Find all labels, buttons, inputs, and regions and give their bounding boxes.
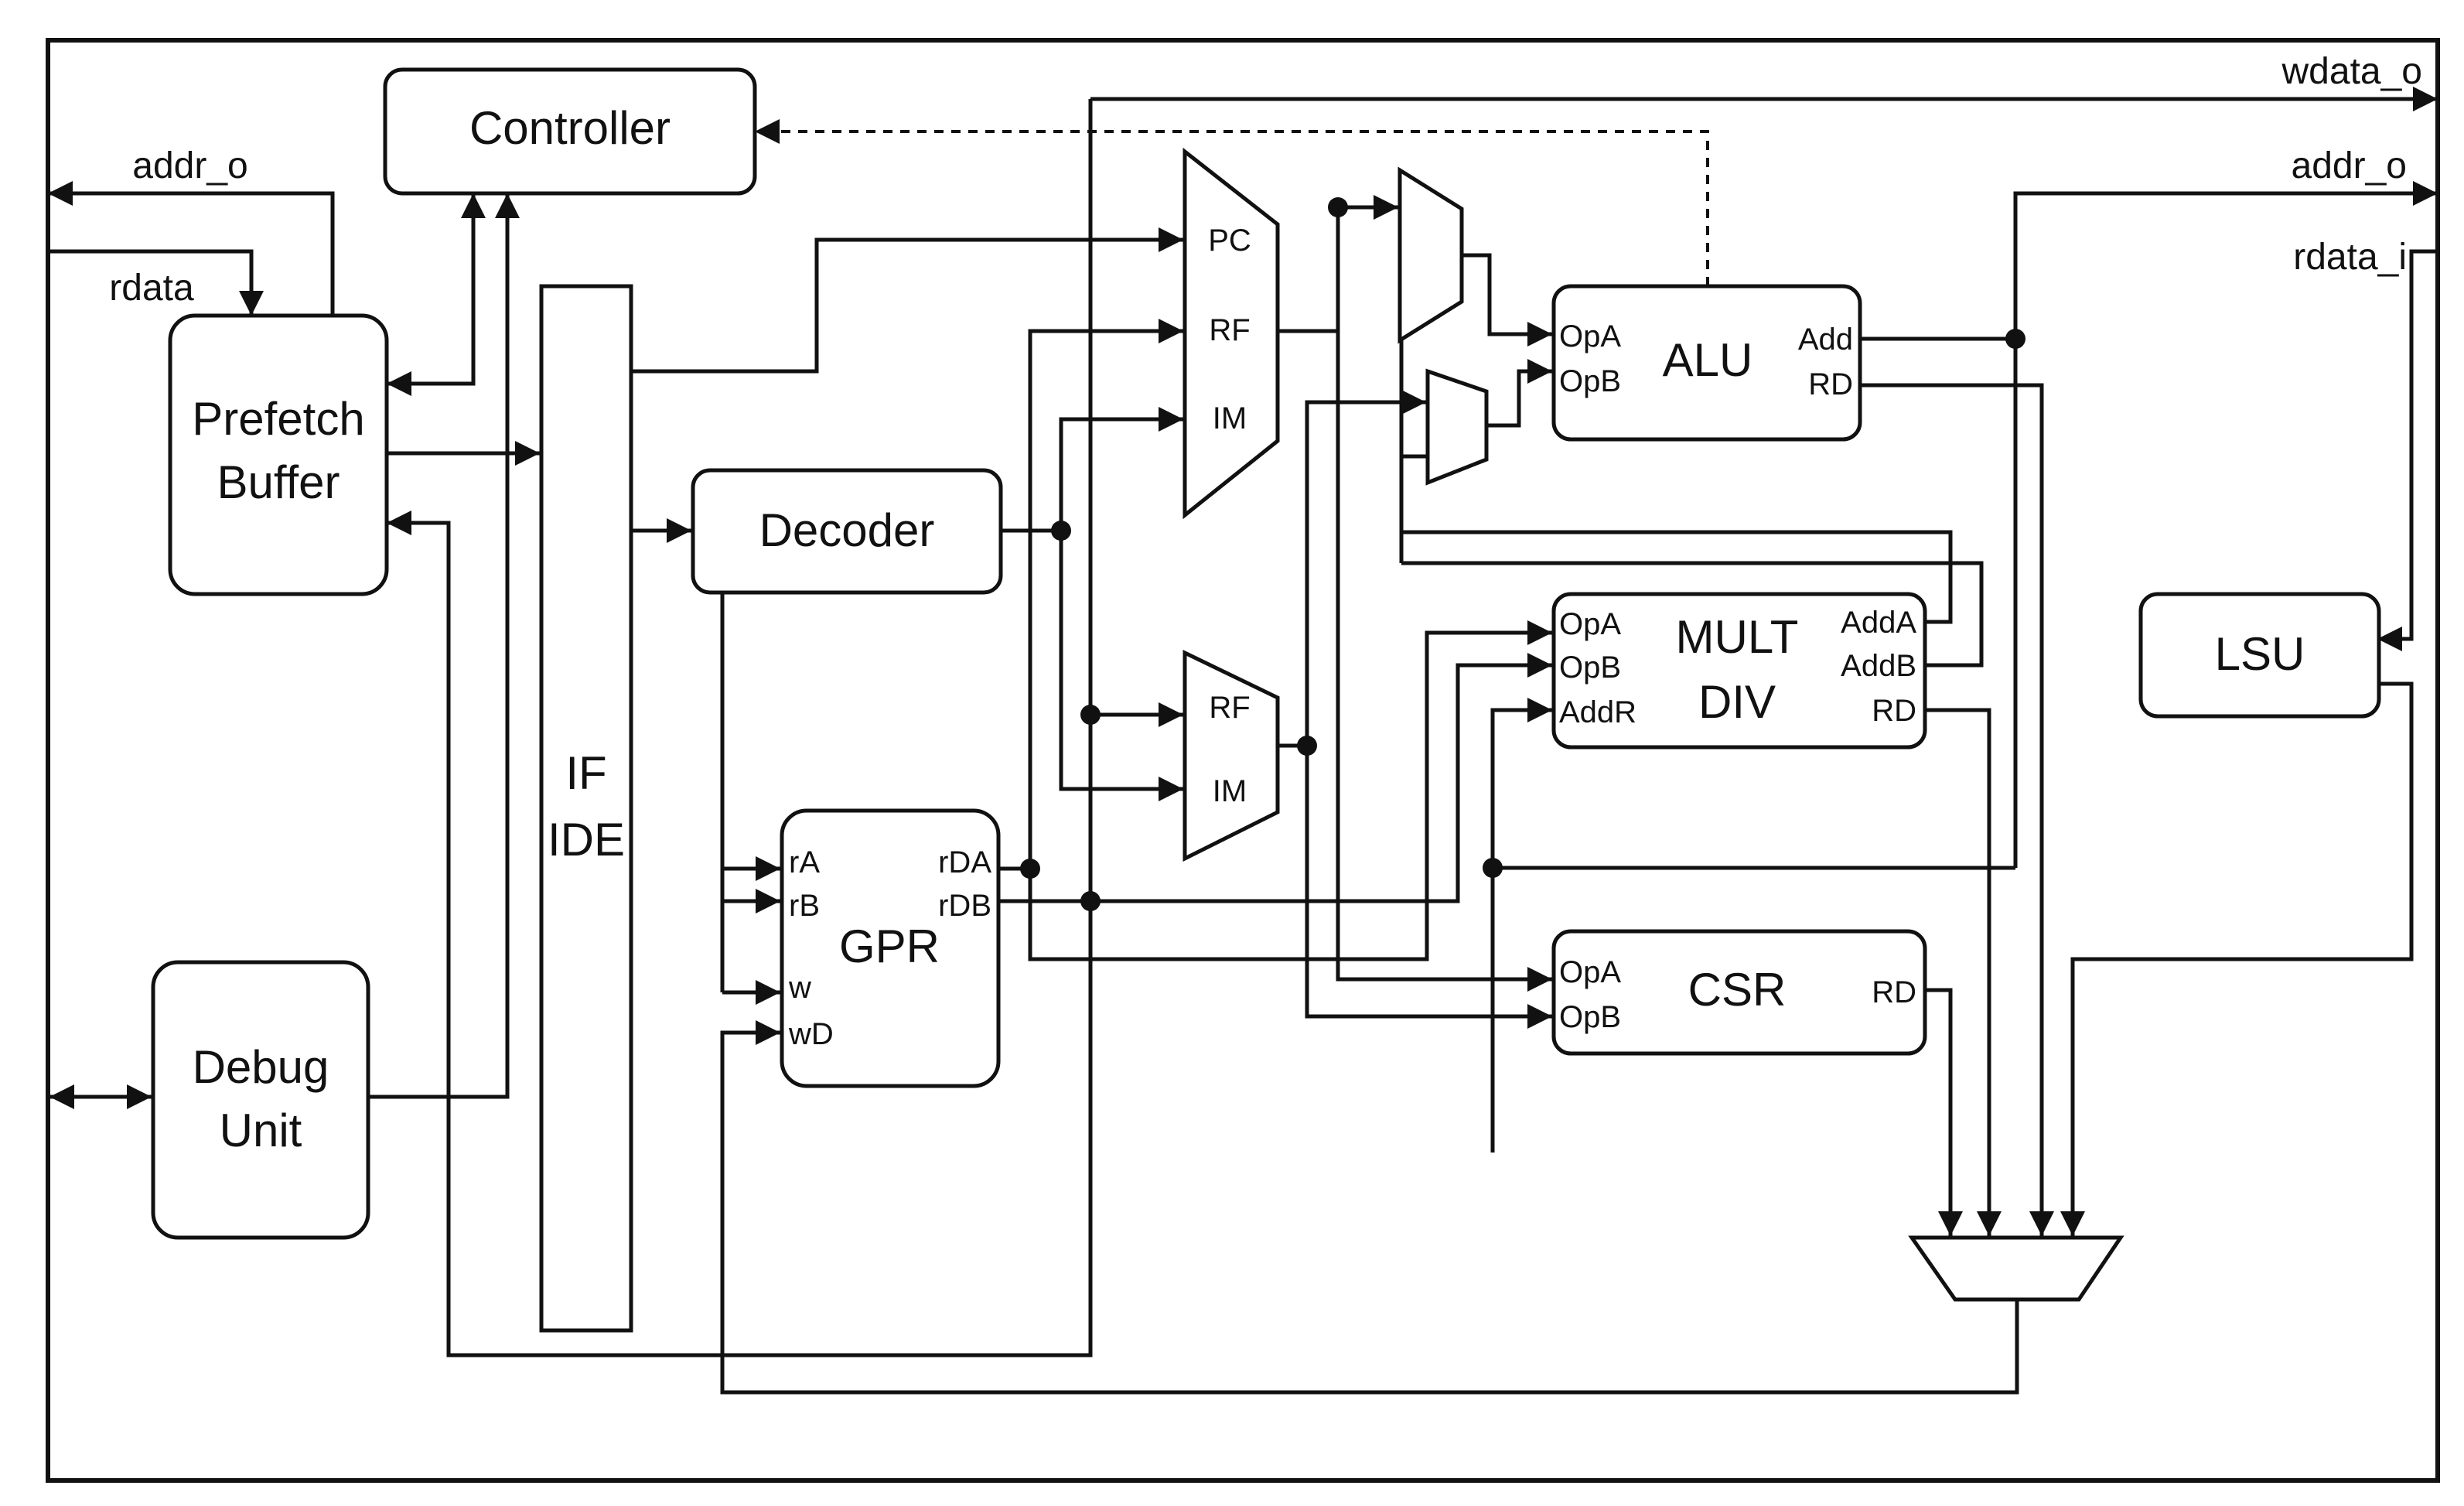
wire-decoder-im2 <box>1059 531 1183 801</box>
wire-mux2-mux4 <box>1305 390 1426 746</box>
wire-mux1-csr <box>1336 207 1552 992</box>
junction-dot <box>1080 705 1101 725</box>
wire-mux1-out <box>1278 207 1340 333</box>
alu-port-add: Add <box>1798 323 1853 357</box>
wire-csr-rd <box>1924 988 1963 1236</box>
wire-rda-rf1 <box>1028 319 1183 869</box>
ifide-label-line2: IDE <box>548 814 625 866</box>
gpr-label: GPR <box>839 920 940 972</box>
lsu-label: LSU <box>2215 628 2305 680</box>
wire-result-writeback <box>720 1020 2019 1395</box>
debug-label-line2: Unit <box>220 1105 302 1156</box>
mux1-im-label: IM <box>1213 401 1247 435</box>
alu-block: ALU OpA OpB Add RD <box>1551 284 1862 442</box>
wire-addr-o-right <box>2013 181 2438 868</box>
alu-label: ALU <box>1663 334 1753 386</box>
multdiv-label-line2: DIV <box>1698 676 1776 728</box>
wire-lsu-result <box>2060 681 2414 1236</box>
controller-block: Controller <box>383 67 757 196</box>
wdata-o-label: wdata_o <box>2281 51 2422 92</box>
rdata-left-label: rdata <box>109 268 194 309</box>
mult-div-block: MULT DIV OpA OpB AddR AddA AddB RD <box>1551 592 1927 750</box>
if-ide-block: IF IDE <box>539 284 633 1333</box>
outer-frame <box>46 38 2440 1483</box>
junctions <box>1020 197 2025 911</box>
prefetch-label-line2: Buffer <box>217 456 340 508</box>
wire-add-multdiv-addr <box>1490 698 1552 1153</box>
controller-label: Controller <box>469 102 671 154</box>
junction-dot <box>1051 521 1071 541</box>
csr-label: CSR <box>1688 964 1787 1016</box>
wire-debug-controller <box>366 193 520 1099</box>
decoder-block: Decoder <box>691 468 1003 595</box>
csr-port-opb: OpB <box>1559 1000 1621 1034</box>
wire-rdb-rf2 <box>1088 702 1183 901</box>
addr-o-left-label: addr_o <box>132 145 247 186</box>
junction-dot <box>1297 736 1317 756</box>
wire-adda-feedback <box>1399 238 1953 624</box>
junction-dot <box>2005 329 2025 349</box>
wire-mux3-alu <box>1462 253 1552 347</box>
gpr-block: GPR rA rB w wD rDA rDB <box>780 808 1001 1088</box>
gpr-port-rb: rB <box>789 889 820 923</box>
wire-rdata-left <box>48 249 264 316</box>
gpr-port-ra: rA <box>789 845 820 879</box>
wire-alu-controller-dashed <box>755 119 1709 286</box>
alu-port-opb: OpB <box>1559 364 1621 398</box>
gpr-port-rdb: rDB <box>938 889 991 923</box>
junction-dot <box>1483 858 1503 878</box>
csr-port-rd: RD <box>1872 975 1916 1009</box>
debug-label-line1: Debug <box>193 1041 329 1093</box>
wire-decoder-im1 <box>1059 407 1183 531</box>
result-mux <box>1908 1235 2124 1302</box>
wire-prefetch-feedback <box>387 99 1093 1357</box>
wire-mux4-alu <box>1486 359 1552 428</box>
wire-rda-multdiv <box>1028 620 1552 961</box>
debug-unit-block: Debug Unit <box>151 960 370 1240</box>
multdiv-port-addr: AddR <box>1559 695 1636 729</box>
csr-block: CSR OpA OpB RD <box>1551 929 1927 1056</box>
alu-port-opa: OpA <box>1559 319 1621 353</box>
mux1-rf-label: RF <box>1209 313 1250 347</box>
mux2-rf-label: RF <box>1209 691 1250 725</box>
wire-alu-rd <box>1859 383 2054 1236</box>
wire-prefetch-controller <box>387 193 486 396</box>
decoder-label: Decoder <box>759 504 935 556</box>
wire-mux2-csr <box>1305 746 1552 1029</box>
wire-addr-o-left <box>48 181 335 317</box>
multdiv-port-adda: AddA <box>1841 606 1916 640</box>
multdiv-port-addb: AddB <box>1841 649 1916 683</box>
wire-ifide-pc <box>631 227 1183 374</box>
wire-addb-mux4 <box>1399 454 1426 563</box>
multdiv-port-opb: OpB <box>1559 651 1621 685</box>
lsu-block: LSU <box>2138 592 2381 719</box>
gpr-port-wd: wD <box>788 1017 834 1051</box>
wire-multdiv-rd <box>1924 708 2002 1236</box>
ifide-label-line1: IF <box>565 747 606 799</box>
multdiv-port-rd: RD <box>1872 694 1916 728</box>
mux1-pc-label: PC <box>1208 224 1251 258</box>
rdata-i-label: rdata_i <box>2293 237 2407 278</box>
prefetch-label-line1: Prefetch <box>192 393 364 445</box>
alu-port-rd: RD <box>1808 367 1853 401</box>
junction-dot <box>1328 197 1348 217</box>
mux2-im-label: IM <box>1213 774 1247 808</box>
gpr-port-rda: rDA <box>938 845 991 879</box>
multdiv-label-line1: MULT <box>1676 611 1799 663</box>
alu-input-mux-b <box>1425 368 1489 486</box>
wire-addb-feedback <box>1401 561 1984 668</box>
wire-rdb-multdiv <box>1090 653 1552 903</box>
prefetch-buffer-block: Prefetch Buffer <box>168 313 389 596</box>
csr-port-opa: OpA <box>1559 955 1621 989</box>
operand-mux-1: PC RF IM <box>1183 147 1280 520</box>
multdiv-port-opa: OpA <box>1559 607 1621 641</box>
junction-dot <box>1020 859 1040 879</box>
gpr-port-w: w <box>788 971 811 1005</box>
alu-input-mux-a <box>1398 166 1464 344</box>
wire-rdata-i <box>2377 249 2438 651</box>
operand-mux-2: RF IM <box>1183 650 1280 862</box>
junction-dot <box>1080 891 1101 911</box>
addr-o-right-label: addr_o <box>2292 145 2407 186</box>
